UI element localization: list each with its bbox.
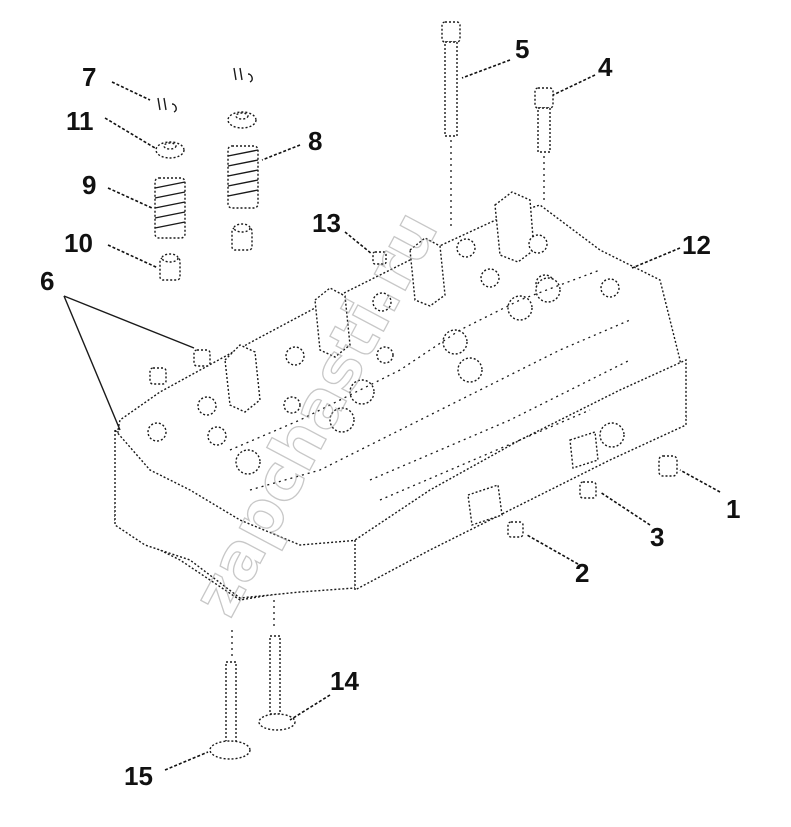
- callout-1: 1: [726, 494, 740, 524]
- valve-spring-right: [227, 145, 259, 209]
- callout-8: 8: [308, 126, 322, 156]
- callout-4: 4: [598, 52, 613, 82]
- spring-retainer-left: [155, 141, 185, 159]
- nut-13: [372, 251, 387, 265]
- head-bolt-short: [534, 87, 554, 200]
- spring-retainer-right: [227, 111, 257, 129]
- valve-stem-seal-right: [231, 223, 253, 251]
- valve-14: [258, 600, 296, 731]
- callout-15: 15: [124, 761, 153, 791]
- callout-2: 2: [575, 558, 589, 588]
- plug-3: [579, 481, 597, 499]
- valve-15: [209, 630, 251, 760]
- callout-13: 13: [312, 208, 341, 238]
- head-bolt-long: [441, 21, 461, 230]
- cylinder-head: [114, 191, 687, 601]
- callout-11: 11: [66, 106, 94, 136]
- callout-9: 9: [82, 170, 96, 200]
- plug-6b: [193, 349, 211, 367]
- callout-6: 6: [40, 266, 54, 296]
- callout-14: 14: [330, 666, 359, 696]
- valve-keepers-left: [157, 97, 177, 113]
- plug-2: [507, 521, 524, 538]
- valve-spring-left: [154, 177, 186, 239]
- callout-12: 12: [682, 230, 711, 260]
- plug-1: [658, 455, 678, 477]
- plug-6a: [149, 367, 167, 385]
- callout-3: 3: [650, 522, 664, 552]
- callout-10: 10: [64, 228, 93, 258]
- valve-stem-seal-left: [159, 253, 181, 281]
- leader-lines: [63, 59, 721, 771]
- callout-5: 5: [515, 34, 529, 64]
- valve-keepers-right: [233, 67, 253, 83]
- callout-7: 7: [82, 62, 96, 92]
